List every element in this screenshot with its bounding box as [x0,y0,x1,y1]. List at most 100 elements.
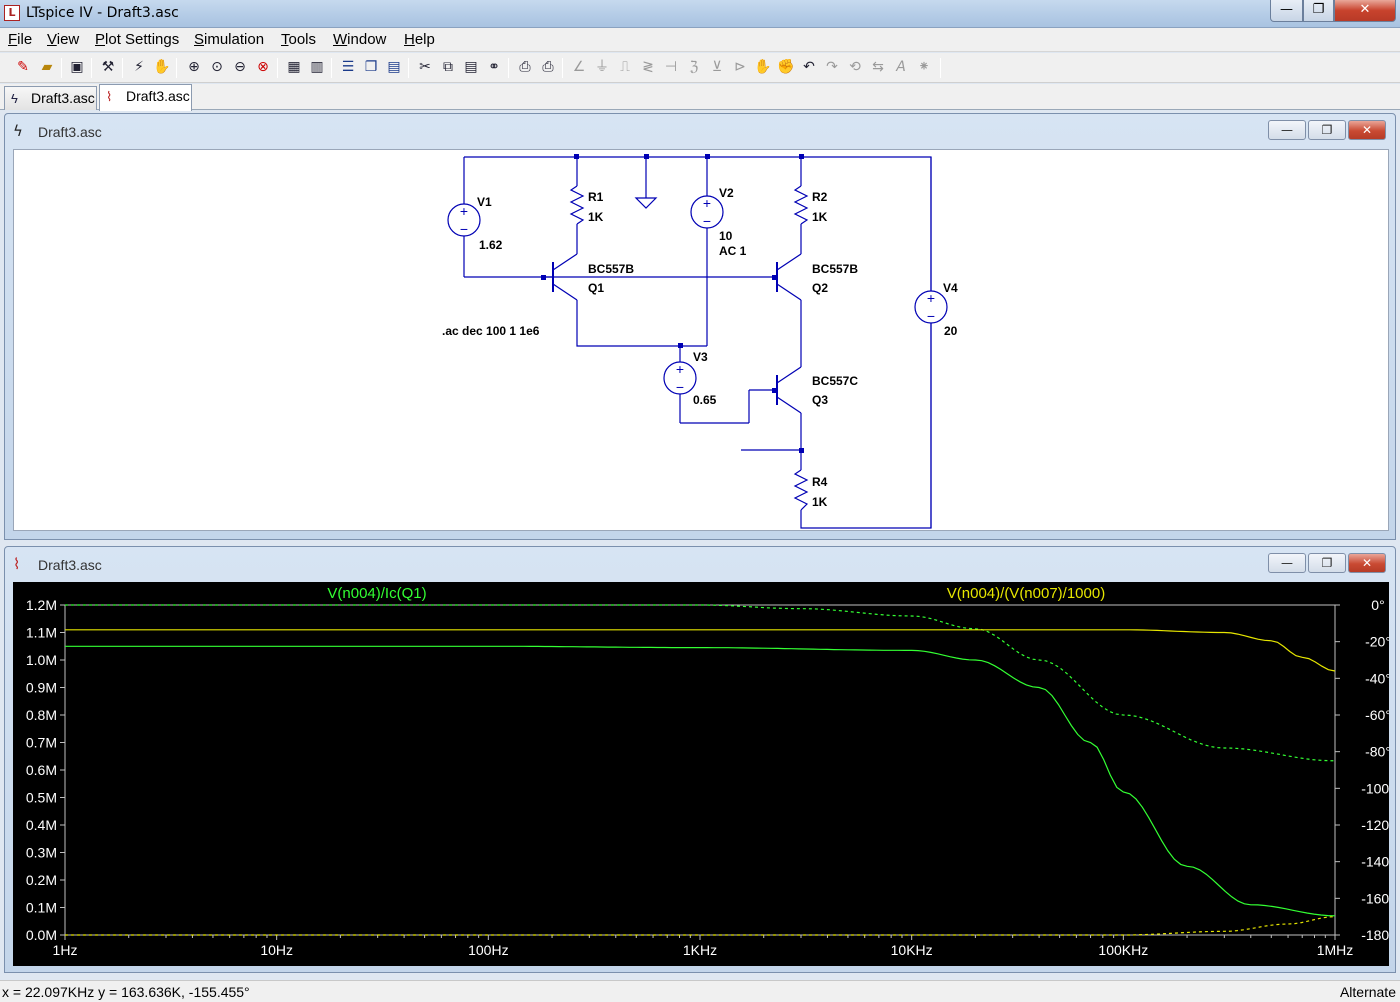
svg-text:+: + [703,195,711,211]
tab-schematic[interactable]: ϟ Draft3.asc [4,86,97,110]
toolbar-separator [408,58,409,78]
ltspice-logo-icon: L [4,5,20,21]
menu-simulation[interactable]: Simulation [194,31,265,48]
spice-directive-icon[interactable]: ⁕ [918,59,930,75]
copy-icon[interactable]: ⧉ [443,59,453,75]
schematic-window: ϟ Draft3.asc — ❐ ✕ [4,113,1396,540]
r1-name: R1 [588,190,604,204]
schematic-labels: V1 1.62 R1 1K V2 10 AC 1 R2 1K BC557B Q1… [442,186,958,509]
x-tick-label: 10Hz [260,942,293,958]
q3-name: Q3 [812,393,828,407]
label-net-icon[interactable]: ⎍ [620,59,630,75]
resistor-icon[interactable]: ≷ [642,59,654,75]
tile-horizontal-icon[interactable]: ☰ [341,59,355,75]
zoom-out-icon[interactable]: ⊖ [234,59,246,75]
pan-hand-icon[interactable]: ✋ [153,59,171,75]
capacitor-icon[interactable]: ⊣ [664,59,678,75]
y-tick-label-right: 0° [1371,597,1384,613]
svg-text:−: − [703,213,711,229]
schematic-icon: ϟ [13,122,23,140]
x-tick-label: 1MHz [1317,942,1354,958]
zoom-fit-icon[interactable]: ⊗ [257,59,269,75]
plot-maximize-button[interactable]: ❐ [1308,553,1346,573]
trace-phase-vn007 [65,916,1336,936]
q2-model: BC557B [812,262,858,276]
text-icon[interactable]: A [896,59,906,75]
schematic-maximize-button[interactable]: ❐ [1308,120,1346,140]
drag-hand-icon[interactable]: ✊ [777,59,795,75]
mirror-icon[interactable]: ⇆ [872,59,884,75]
delete-traces-icon[interactable]: ▥ [310,59,324,75]
inductor-icon[interactable]: ℨ [689,59,699,75]
y-tick-label-left: 0.0M [26,927,57,943]
menu-plot-settings[interactable]: Plot Settings [95,31,180,48]
window-title-bar[interactable]: L LTspice IV - Draft3.asc — ❐ ✕ [0,0,1400,28]
menu-view[interactable]: View [47,31,80,48]
menu-tools[interactable]: Tools [281,31,317,48]
minimize-button[interactable]: — [1270,0,1303,22]
cut-icon[interactable]: ✂ [419,59,431,75]
rotate-icon[interactable]: ⟲ [849,59,861,75]
zoom-in-icon[interactable]: ⊕ [188,59,200,75]
component-icon[interactable]: ⊳ [734,59,746,75]
y-tick-label-left: 0.3M [26,845,57,861]
y-tick-label-right: -120° [1361,817,1389,833]
tile-vertical-icon[interactable]: ▤ [387,59,401,75]
menu-help[interactable]: Help [404,31,435,48]
svg-text:+: + [460,203,468,219]
toolbar-separator [61,58,62,78]
schematic-nodes [541,154,804,453]
schematic-canvas[interactable]: +− +− +− +− V1 1.62 R1 1K V [13,149,1389,531]
v3-name: V3 [693,350,708,364]
paste-icon[interactable]: ▤ [464,59,478,75]
source-polarity-marks: +− +− +− +− [460,195,935,395]
toolbar-separator [940,58,941,78]
undo-icon[interactable]: ↶ [803,59,815,75]
run-icon[interactable]: ⚡ [134,59,144,75]
trace-label-ic-q1: V(n004)/Ic(Q1) [327,585,426,602]
plot-minimize-button[interactable]: — [1268,553,1306,573]
schematic-minimize-button[interactable]: — [1268,120,1306,140]
close-button[interactable]: ✕ [1334,0,1396,22]
cascade-icon[interactable]: ❐ [364,59,378,75]
new-schematic-icon[interactable]: ✎ [17,59,29,75]
plot-close-button[interactable]: ✕ [1348,553,1386,573]
zoom-pan-icon[interactable]: ⊙ [211,59,223,75]
print-icon[interactable]: ⎙ [542,59,554,75]
open-folder-icon[interactable]: ▰ [41,59,53,75]
menu-bar: File View Plot Settings Simulation Tools… [0,28,1400,52]
save-icon[interactable]: ▣ [70,59,84,75]
find-icon[interactable]: ⚭ [488,59,500,75]
trace-magnitude-ic-q1 [65,645,1336,917]
print-preview-icon[interactable]: ⎙ [519,59,531,75]
y-tick-label-left: 0.6M [26,762,57,778]
schematic-window-title: Draft3.asc [38,124,102,140]
redo-icon[interactable]: ↷ [826,59,838,75]
trace-label-vn007: V(n004)/(V(n007)/1000) [947,585,1105,602]
r4-name: R4 [812,475,828,489]
v4-value: 20 [944,324,958,338]
window-title: LTspice IV - Draft3.asc [26,5,179,21]
move-hand-icon[interactable]: ✋ [754,59,772,75]
svg-text:+: + [676,361,684,377]
q3-model: BC557C [812,374,858,388]
toolbar-separator [176,58,177,78]
maximize-button[interactable]: ❐ [1303,0,1334,22]
menu-window[interactable]: Window [333,31,387,48]
tab-waveform[interactable]: ⌇ Draft3.asc [99,84,192,111]
waveform-icon: ⌇ [13,555,21,573]
diode-icon[interactable]: ⊻ [711,59,723,75]
y-tick-label-left: 1.2M [26,597,57,613]
x-tick-label: 1KHz [683,942,717,958]
menu-file[interactable]: File [8,31,33,48]
x-tick-label: 1Hz [53,942,78,958]
svg-text:−: − [676,379,684,395]
draw-wire-icon[interactable]: ∠ [572,59,586,75]
y-tick-label-left: 0.9M [26,680,57,696]
ground-icon[interactable]: ⏚ [595,59,609,75]
schematic-close-button[interactable]: ✕ [1348,120,1386,140]
q1-model: BC557B [588,262,634,276]
autorange-icon[interactable]: ▦ [287,59,301,75]
control-panel-icon[interactable]: ⚒ [101,59,115,75]
